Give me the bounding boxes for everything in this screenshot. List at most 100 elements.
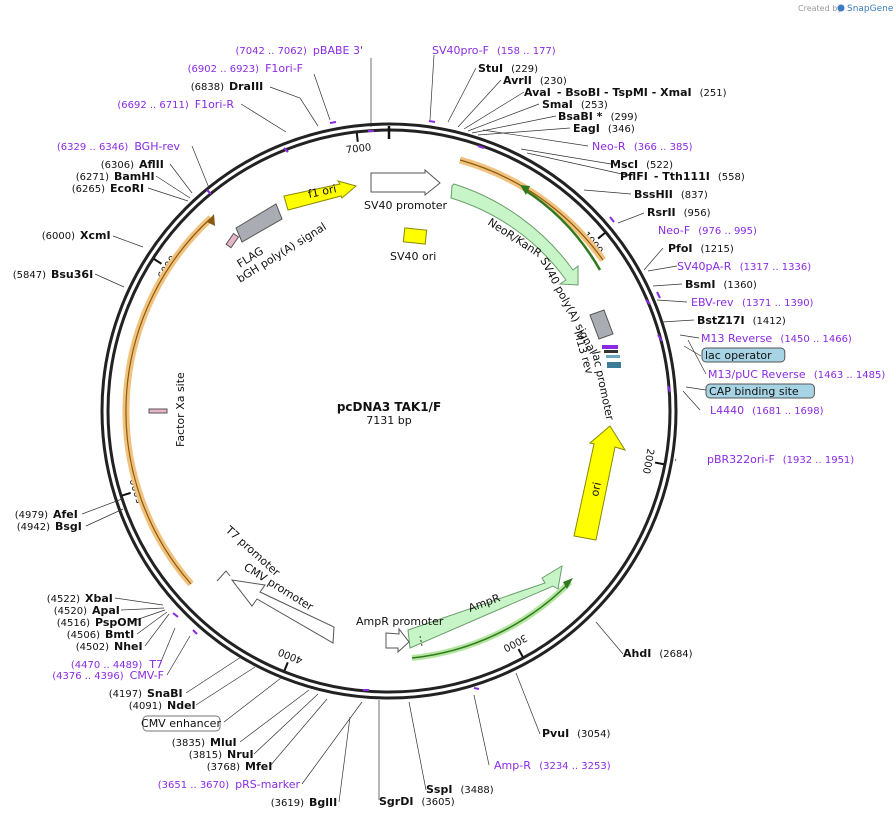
- enzyme-position: (1360): [724, 280, 757, 291]
- primer-position: (6692 .. 6711): [117, 100, 189, 111]
- enzyme-position: (4506): [67, 630, 100, 641]
- ampr-orf-line: [411, 581, 571, 659]
- leader-lines: [81, 54, 707, 803]
- snapgene-logo-icon: [837, 4, 845, 12]
- enzyme-label[interactable]: BmtI: [105, 628, 134, 641]
- primer-label[interactable]: Neo-R: [592, 140, 626, 153]
- enzyme-label[interactable]: StuI: [478, 62, 503, 75]
- feature-lac-promoter[interactable]: lac promoter: [589, 350, 616, 422]
- f1-ori-label: f1 ori: [307, 182, 338, 201]
- primer-label[interactable]: F1ori-F: [265, 62, 303, 75]
- factor-xa-label: Factor Xa site: [174, 372, 187, 447]
- enzyme-label[interactable]: BsaBI *: [558, 110, 603, 123]
- primer-position: (6902 .. 6923): [188, 64, 260, 75]
- enzyme-label[interactable]: SmaI: [542, 98, 573, 111]
- neor-orf-line: [524, 188, 602, 271]
- feature-neor[interactable]: NeoR/KanR: [450, 183, 579, 286]
- cmv-enhancer-box[interactable]: CMV enhancer: [141, 715, 221, 732]
- primer-position: (3651 .. 3670): [158, 780, 230, 791]
- tick-mark: [597, 232, 606, 240]
- feature-ori[interactable]: ori: [573, 425, 627, 541]
- enzyme-label[interactable]: PvuI: [542, 727, 569, 740]
- primer-label[interactable]: Amp-R: [494, 759, 531, 772]
- primer-position: (6329 .. 6346): [57, 142, 129, 153]
- enzyme-label[interactable]: MluI: [210, 736, 237, 749]
- enzyme-label[interactable]: AflII: [139, 158, 164, 171]
- enzyme-label[interactable]: AvaI: [524, 86, 551, 99]
- enzyme-label[interactable]: NruI: [227, 748, 254, 761]
- enzyme-position: (837): [681, 190, 708, 201]
- feature-cmv-promoter[interactable]: CMV promoter: [230, 561, 335, 644]
- primer-label[interactable]: CMV-F: [130, 669, 164, 682]
- enzyme-position: (299): [611, 112, 638, 123]
- primer-label[interactable]: F1ori-R: [195, 98, 235, 111]
- orf-arc-left-line: [125, 217, 212, 585]
- enzyme-label[interactable]: SgrDI: [379, 795, 413, 808]
- feature-factor-xa[interactable]: Factor Xa site: [148, 372, 187, 447]
- enzyme-position: (6306): [101, 160, 134, 171]
- primer-label[interactable]: L4440: [710, 404, 744, 417]
- feature-sv40-ori[interactable]: SV40 ori: [390, 227, 436, 263]
- feature-box[interactable]: [705, 383, 815, 399]
- enzyme-label[interactable]: EcoRI: [110, 182, 144, 195]
- enzyme-label[interactable]: AfeI: [53, 508, 78, 521]
- enzyme-position: (6265): [72, 184, 105, 195]
- primer-label[interactable]: pBR322ori-F: [707, 453, 775, 466]
- enzyme-label[interactable]: RsrII: [647, 206, 676, 219]
- enzyme-label[interactable]: XbaI: [85, 592, 113, 605]
- enzyme-label[interactable]: EagI: [573, 122, 600, 135]
- feature-box[interactable]: [701, 347, 786, 363]
- enzyme-position: (3815): [189, 750, 222, 761]
- tick-mark: [153, 258, 163, 265]
- enzyme-position: (230): [540, 76, 567, 87]
- feature-f1-ori[interactable]: f1 ori: [283, 180, 358, 211]
- enzyme-label[interactable]: PspOMI: [95, 616, 142, 629]
- enzyme-label[interactable]: XcmI: [80, 229, 111, 242]
- enzyme-label[interactable]: NheI: [114, 640, 143, 653]
- feature-sv40-promoter[interactable]: SV40 promoter: [364, 168, 448, 212]
- primer-label[interactable]: SV40pA-R: [677, 260, 732, 273]
- primer-label[interactable]: pBABE 3': [313, 44, 363, 57]
- enzyme-label[interactable]: BsgI: [55, 520, 82, 533]
- primer-label[interactable]: M13/pUC Reverse: [708, 368, 806, 381]
- primer-position: (4376 .. 4396): [52, 671, 124, 682]
- primer-label[interactable]: M13 Reverse: [701, 332, 772, 345]
- feature-ampr-promoter[interactable]: AmpR promoter: [356, 615, 444, 654]
- primer-label[interactable]: SV40pro-F: [432, 44, 489, 57]
- primer-label[interactable]: pRS-marker: [235, 778, 300, 791]
- enzyme-label[interactable]: Bsu36I: [51, 268, 93, 281]
- primer-label[interactable]: Neo-F: [658, 224, 690, 237]
- plasmid-name: pcDNA3 TAK1/F: [337, 400, 441, 414]
- primer-position: (1317 .. 1336): [740, 262, 812, 273]
- enzyme-label[interactable]: BssHII: [634, 188, 673, 201]
- enzyme-label[interactable]: NdeI: [167, 699, 196, 712]
- tick-label: 7000: [345, 142, 372, 156]
- enzyme-label[interactable]: MfeI: [245, 760, 272, 773]
- enzyme-label[interactable]: BsmI: [685, 278, 716, 291]
- primer-label[interactable]: BGH-rev: [134, 140, 180, 153]
- enzyme-label[interactable]: SnaBI: [147, 687, 183, 700]
- enzyme-label[interactable]: ApaI: [92, 604, 120, 617]
- primer-position: (1681 .. 1698): [752, 406, 824, 417]
- feature-bgh-polya[interactable]: bGH poly(A) signal: [235, 203, 329, 286]
- enzyme-label[interactable]: PfoI: [668, 242, 693, 255]
- enzyme-position: (4502): [76, 642, 109, 653]
- primer-label[interactable]: T7: [148, 658, 163, 671]
- enzyme-position: (253): [581, 100, 608, 111]
- primer-position: (4470 .. 4489): [71, 660, 143, 671]
- enzyme-label[interactable]: SspI: [426, 783, 452, 796]
- tick-label: 2000: [640, 448, 656, 475]
- enzyme-label[interactable]: AvrII: [503, 74, 532, 87]
- primer-position: (366 .. 385): [634, 142, 693, 153]
- enzyme-label[interactable]: BstZ17I: [697, 314, 745, 327]
- enzyme-label[interactable]: BamHI: [114, 170, 155, 183]
- credit-brand: SnapGene: [847, 4, 894, 14]
- primer-label[interactable]: EBV-rev: [691, 296, 734, 309]
- enzyme-label[interactable]: DraIII: [229, 80, 263, 93]
- enzyme-position: (1215): [701, 244, 734, 255]
- enzyme-label[interactable]: PflFI: [620, 170, 648, 183]
- enzyme-label[interactable]: BglII: [309, 796, 337, 809]
- enzyme-position: (3619): [271, 798, 304, 809]
- enzyme-label[interactable]: MscI: [610, 158, 638, 171]
- enzyme-label[interactable]: AhdI: [623, 647, 651, 660]
